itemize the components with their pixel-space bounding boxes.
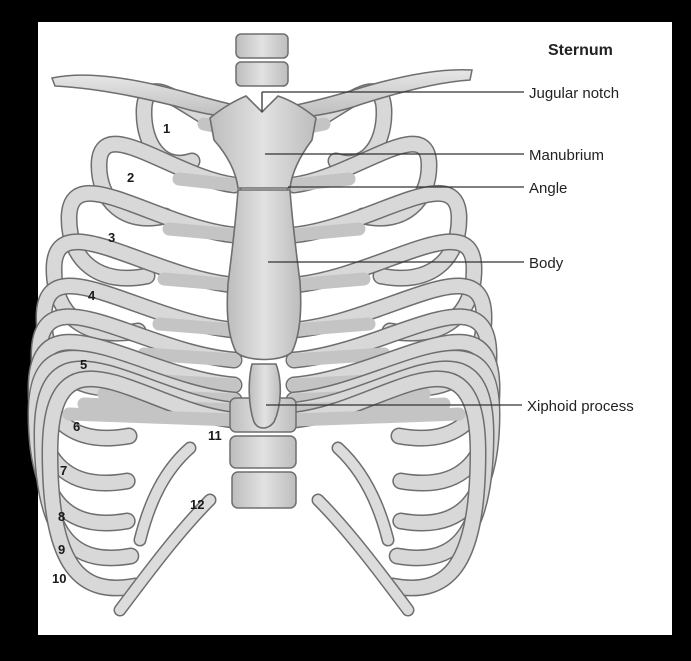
rib-number-4: 4: [88, 288, 96, 303]
rib-number-1: 1: [163, 121, 170, 136]
rib-number-7: 7: [60, 463, 67, 478]
costal-cartilage-left-10: [69, 414, 234, 420]
rib-number-9: 9: [58, 542, 65, 557]
rib-number-8: 8: [58, 509, 65, 524]
rib-number-6: 6: [73, 419, 80, 434]
rib-number-10: 10: [52, 571, 66, 586]
sternum-body: [227, 190, 300, 360]
costal-cartilage-left-4: [164, 279, 234, 285]
costal-cartilage-right-4: [294, 279, 364, 285]
costal-cartilage-right-2: [294, 179, 349, 185]
label-manubrium: Manubrium: [529, 147, 604, 164]
costal-cartilage-left-2: [179, 179, 234, 185]
label-xiphoid-process: Xiphoid process: [527, 398, 634, 415]
costal-cartilage-right-10: [294, 414, 459, 420]
rib-number-2: 2: [127, 170, 134, 185]
rib-number-12: 12: [190, 497, 204, 512]
rib-number-11: 11: [208, 428, 222, 443]
costal-cartilage-left-3: [169, 229, 234, 235]
costal-cartilage-right-3: [294, 229, 359, 235]
label-jugular-notch: Jugular notch: [529, 85, 619, 102]
costal-cartilage-left-5: [159, 324, 234, 330]
rib-number-5: 5: [80, 357, 87, 372]
label-body: Body: [529, 255, 564, 272]
sternum-xiphoid: [249, 364, 280, 428]
diagram-heading: Sternum: [548, 42, 613, 59]
costal-cartilage-right-5: [294, 324, 369, 330]
label-angle: Angle: [529, 180, 567, 197]
rib-number-3: 3: [108, 230, 115, 245]
